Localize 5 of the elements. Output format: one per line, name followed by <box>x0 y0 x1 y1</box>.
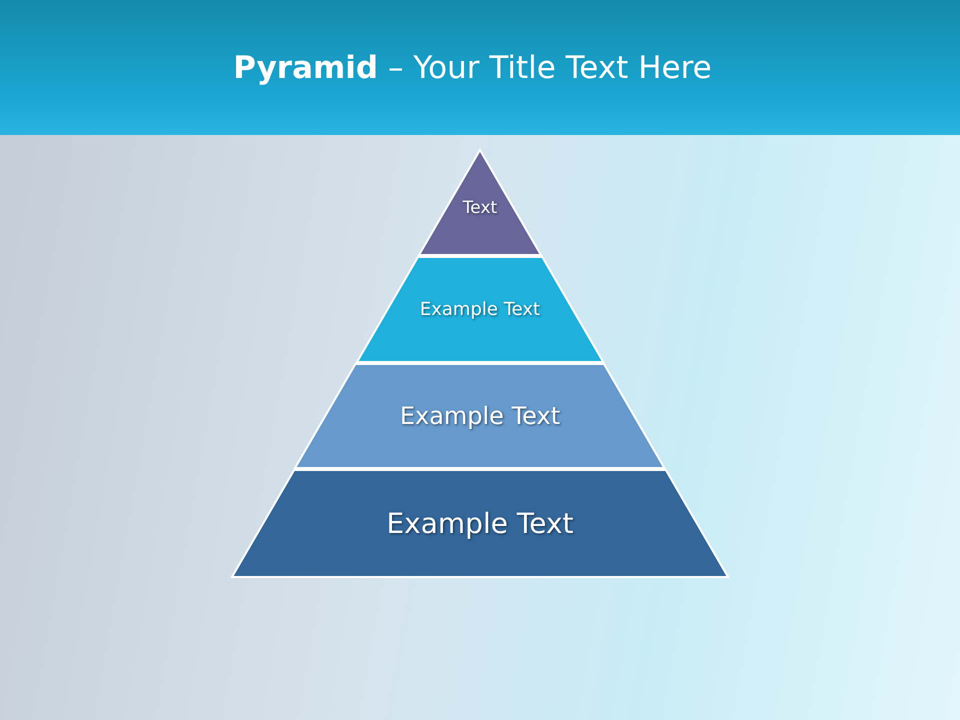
tier-label: Example Text <box>418 298 542 320</box>
tier-label: Text <box>462 198 498 218</box>
slide-title: Pyramid – Your Title Text Here <box>232 50 713 86</box>
tier-label: Example Text <box>398 402 562 430</box>
tier-label: Example Text <box>385 506 574 540</box>
